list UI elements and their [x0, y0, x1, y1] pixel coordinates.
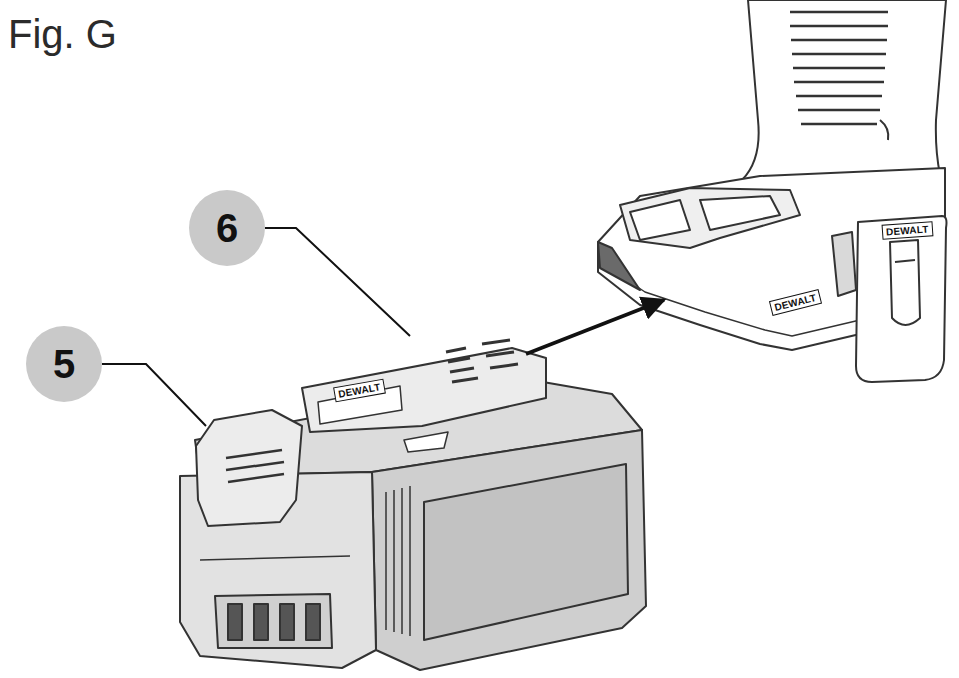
insert-arrow: [526, 300, 664, 354]
brand-logo: DEWALT: [333, 379, 386, 403]
leader-line: [102, 364, 206, 426]
leader-line: [265, 228, 410, 336]
brand-logo: DEWALT: [882, 221, 934, 239]
figure-title: Fig. G: [8, 14, 117, 54]
brand-logo: DEWALT: [769, 289, 822, 316]
tool-drawing: [598, 0, 947, 382]
callout-number: 6: [189, 190, 265, 266]
battery-drawing: [180, 340, 646, 670]
callout-number: 5: [26, 326, 102, 402]
